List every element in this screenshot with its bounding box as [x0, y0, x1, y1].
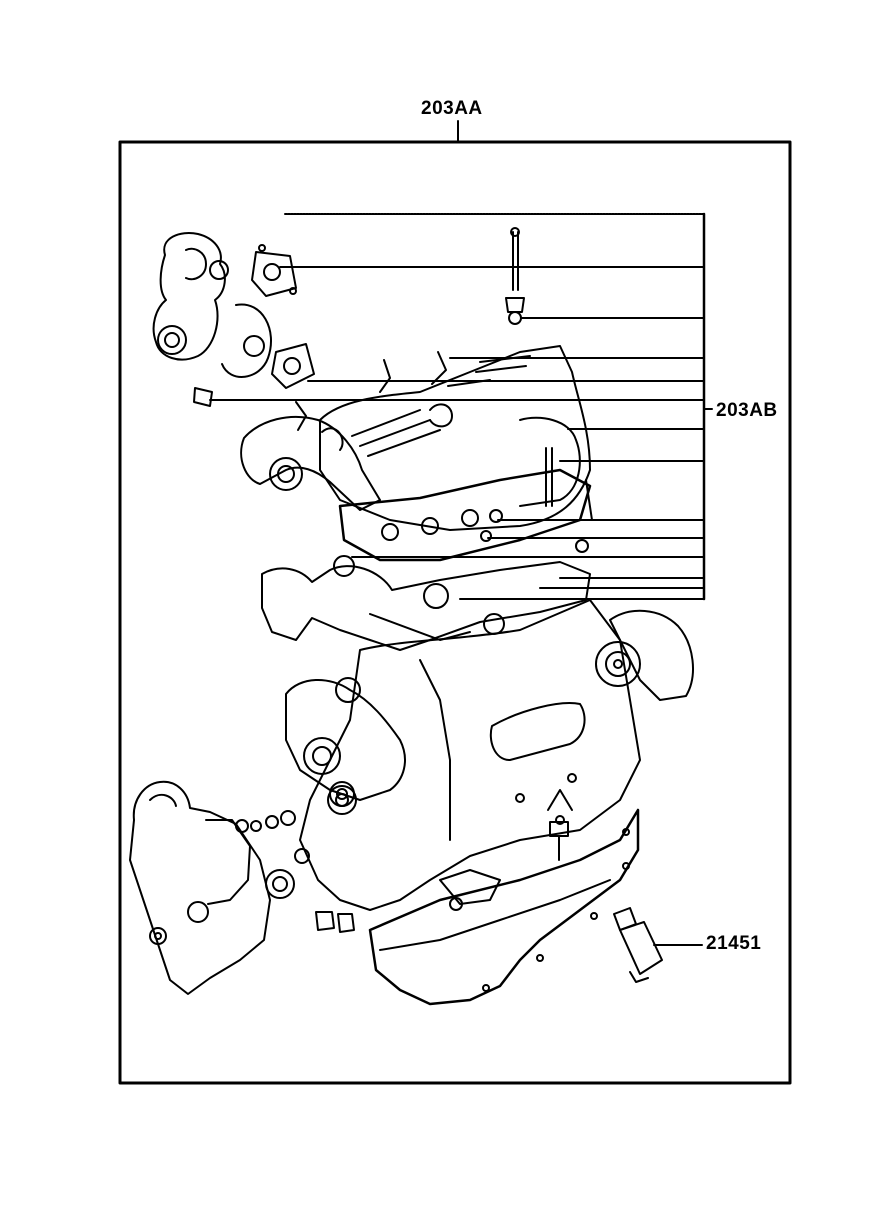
- front-cover: [129, 780, 271, 995]
- label-203AB[interactable]: 203AB: [716, 400, 778, 421]
- engine-block: [299, 599, 641, 911]
- cylinder-head: [319, 345, 593, 531]
- cam-seal: [329, 781, 355, 807]
- drain-plug: [547, 789, 573, 861]
- timing-pulley: [595, 609, 694, 701]
- sensor-plug: [193, 387, 213, 407]
- crank-seal: [265, 869, 295, 899]
- assembly-frame: [118, 140, 792, 1085]
- seal-small: [235, 810, 296, 833]
- oil-filter-21451: [613, 907, 703, 983]
- water-pump: [285, 677, 406, 815]
- bracket-203AB: [209, 212, 713, 601]
- plugs-bottom: [294, 848, 355, 933]
- dipstick: [505, 227, 525, 325]
- label-21451[interactable]: 21451: [706, 933, 762, 954]
- intake-manifold: [240, 401, 381, 511]
- gasket-upper: [251, 244, 297, 297]
- head-gasket: [338, 468, 592, 562]
- gasket-middle: [271, 343, 315, 389]
- oil-pan: [368, 808, 640, 1006]
- label-203AA[interactable]: 203AA: [421, 98, 483, 119]
- turbo-housing: [152, 232, 273, 378]
